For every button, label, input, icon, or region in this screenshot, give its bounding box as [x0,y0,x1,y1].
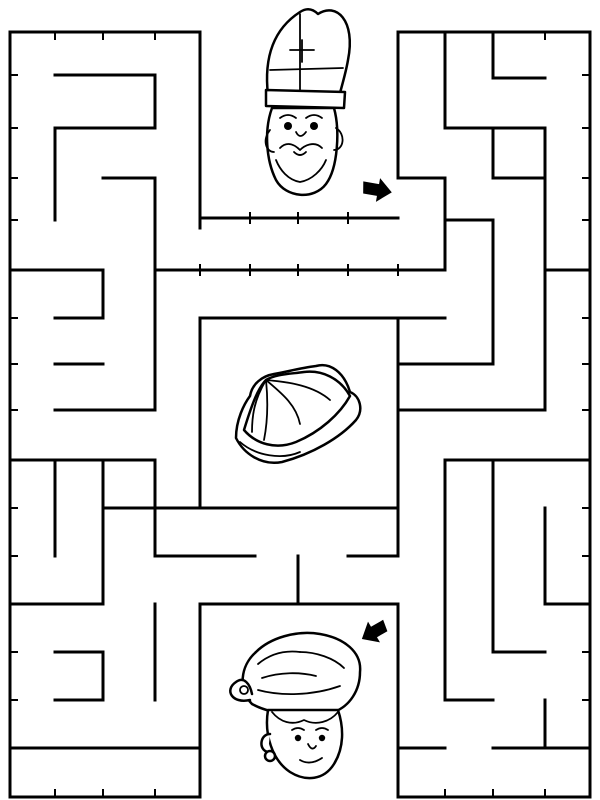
wall-segment [491,30,547,80]
wall-segment [53,73,157,222]
wall-segment [396,176,447,272]
wall-segment [53,650,105,702]
wall-segment [443,30,547,222]
wall-segment [53,268,157,412]
wall-segment [491,458,547,654]
wall-segment [396,650,447,750]
wall-segment [396,218,547,412]
wall-segment [396,218,495,366]
wall-segment [101,176,157,220]
start-arrow-icon [363,178,392,202]
saint-nicholas-icon [264,8,351,197]
wall-segment [543,506,592,606]
wall-segment [8,268,105,320]
wall-segment [443,458,495,702]
zwarte-piet-icon [229,631,362,780]
shoe-icon [234,363,362,465]
maze-walls [8,30,592,799]
finish-arrow-icon [361,619,388,643]
wall-segment [8,458,157,558]
wall-segment [491,126,547,180]
maze-tick-marks [10,32,590,797]
